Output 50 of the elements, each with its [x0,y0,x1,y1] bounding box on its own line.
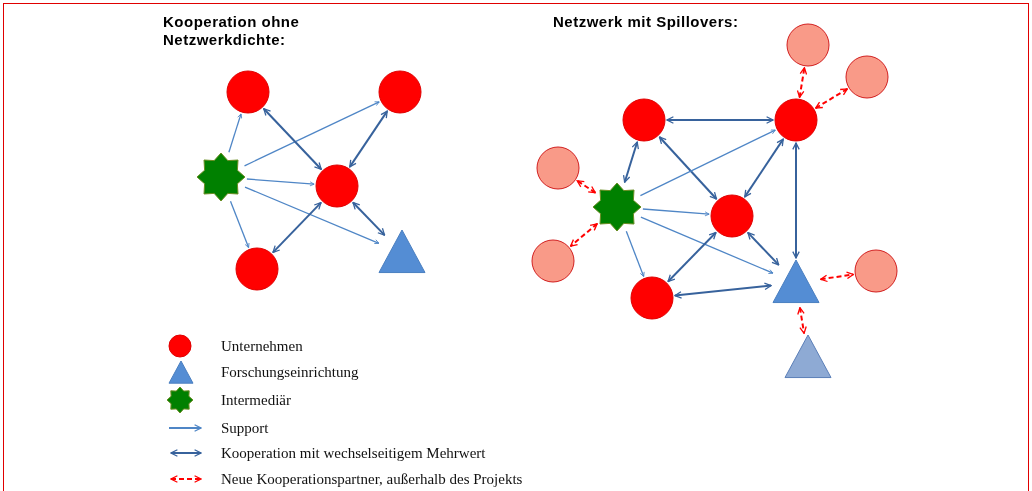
arrow [666,116,774,124]
circle-shape [536,146,580,190]
arrow [246,178,315,187]
circle-shape [226,70,270,114]
arrow [244,186,380,244]
circle-shape [378,70,422,114]
arrow [658,136,718,200]
arrow [814,87,849,110]
arrow [622,141,639,184]
circle-shape [630,276,674,320]
arrow [569,222,599,248]
legend-label: Support [221,419,269,437]
legend-label: Unternehmen [221,337,303,355]
star-shape [196,152,246,202]
circle-shape [786,23,830,67]
circle-shape [235,247,279,291]
arrow [272,201,322,254]
circle-shape [854,249,898,293]
arrow [262,107,323,171]
arrow [639,129,776,197]
star-shape [592,182,642,232]
arrow [348,110,389,168]
circle-shape [845,55,889,99]
arrow [642,208,710,217]
section-heading: Netzwerk mit Spillovers: [553,13,740,31]
arrow [667,231,717,283]
legend-label: Neue Kooperationspartner, außerhalb des Projekts [221,470,523,488]
arrow [792,142,800,259]
arrow [576,179,597,194]
legend-label: Kooperation mit wechselseitigem Mehrwert [221,444,486,462]
arrow [640,216,774,274]
arrow [796,66,808,99]
arrow [746,231,780,266]
circle-shape [531,239,575,283]
circle-shape [315,164,359,208]
circle-shape [710,194,754,238]
legend-label: Forschungseinrichtung [221,363,359,381]
arrow [243,101,380,167]
arrow [797,306,807,335]
arrow [352,201,386,237]
arrow [673,282,773,299]
circle-shape [622,98,666,142]
arrow [228,113,243,153]
arrow [229,200,250,249]
arrow [625,230,645,278]
arrow [819,271,855,283]
legend-label: Intermediär [221,391,291,409]
circle-shape [774,98,818,142]
section-heading: Kooperation ohne Netzwerkdichte: [163,13,301,49]
arrow [743,138,785,198]
